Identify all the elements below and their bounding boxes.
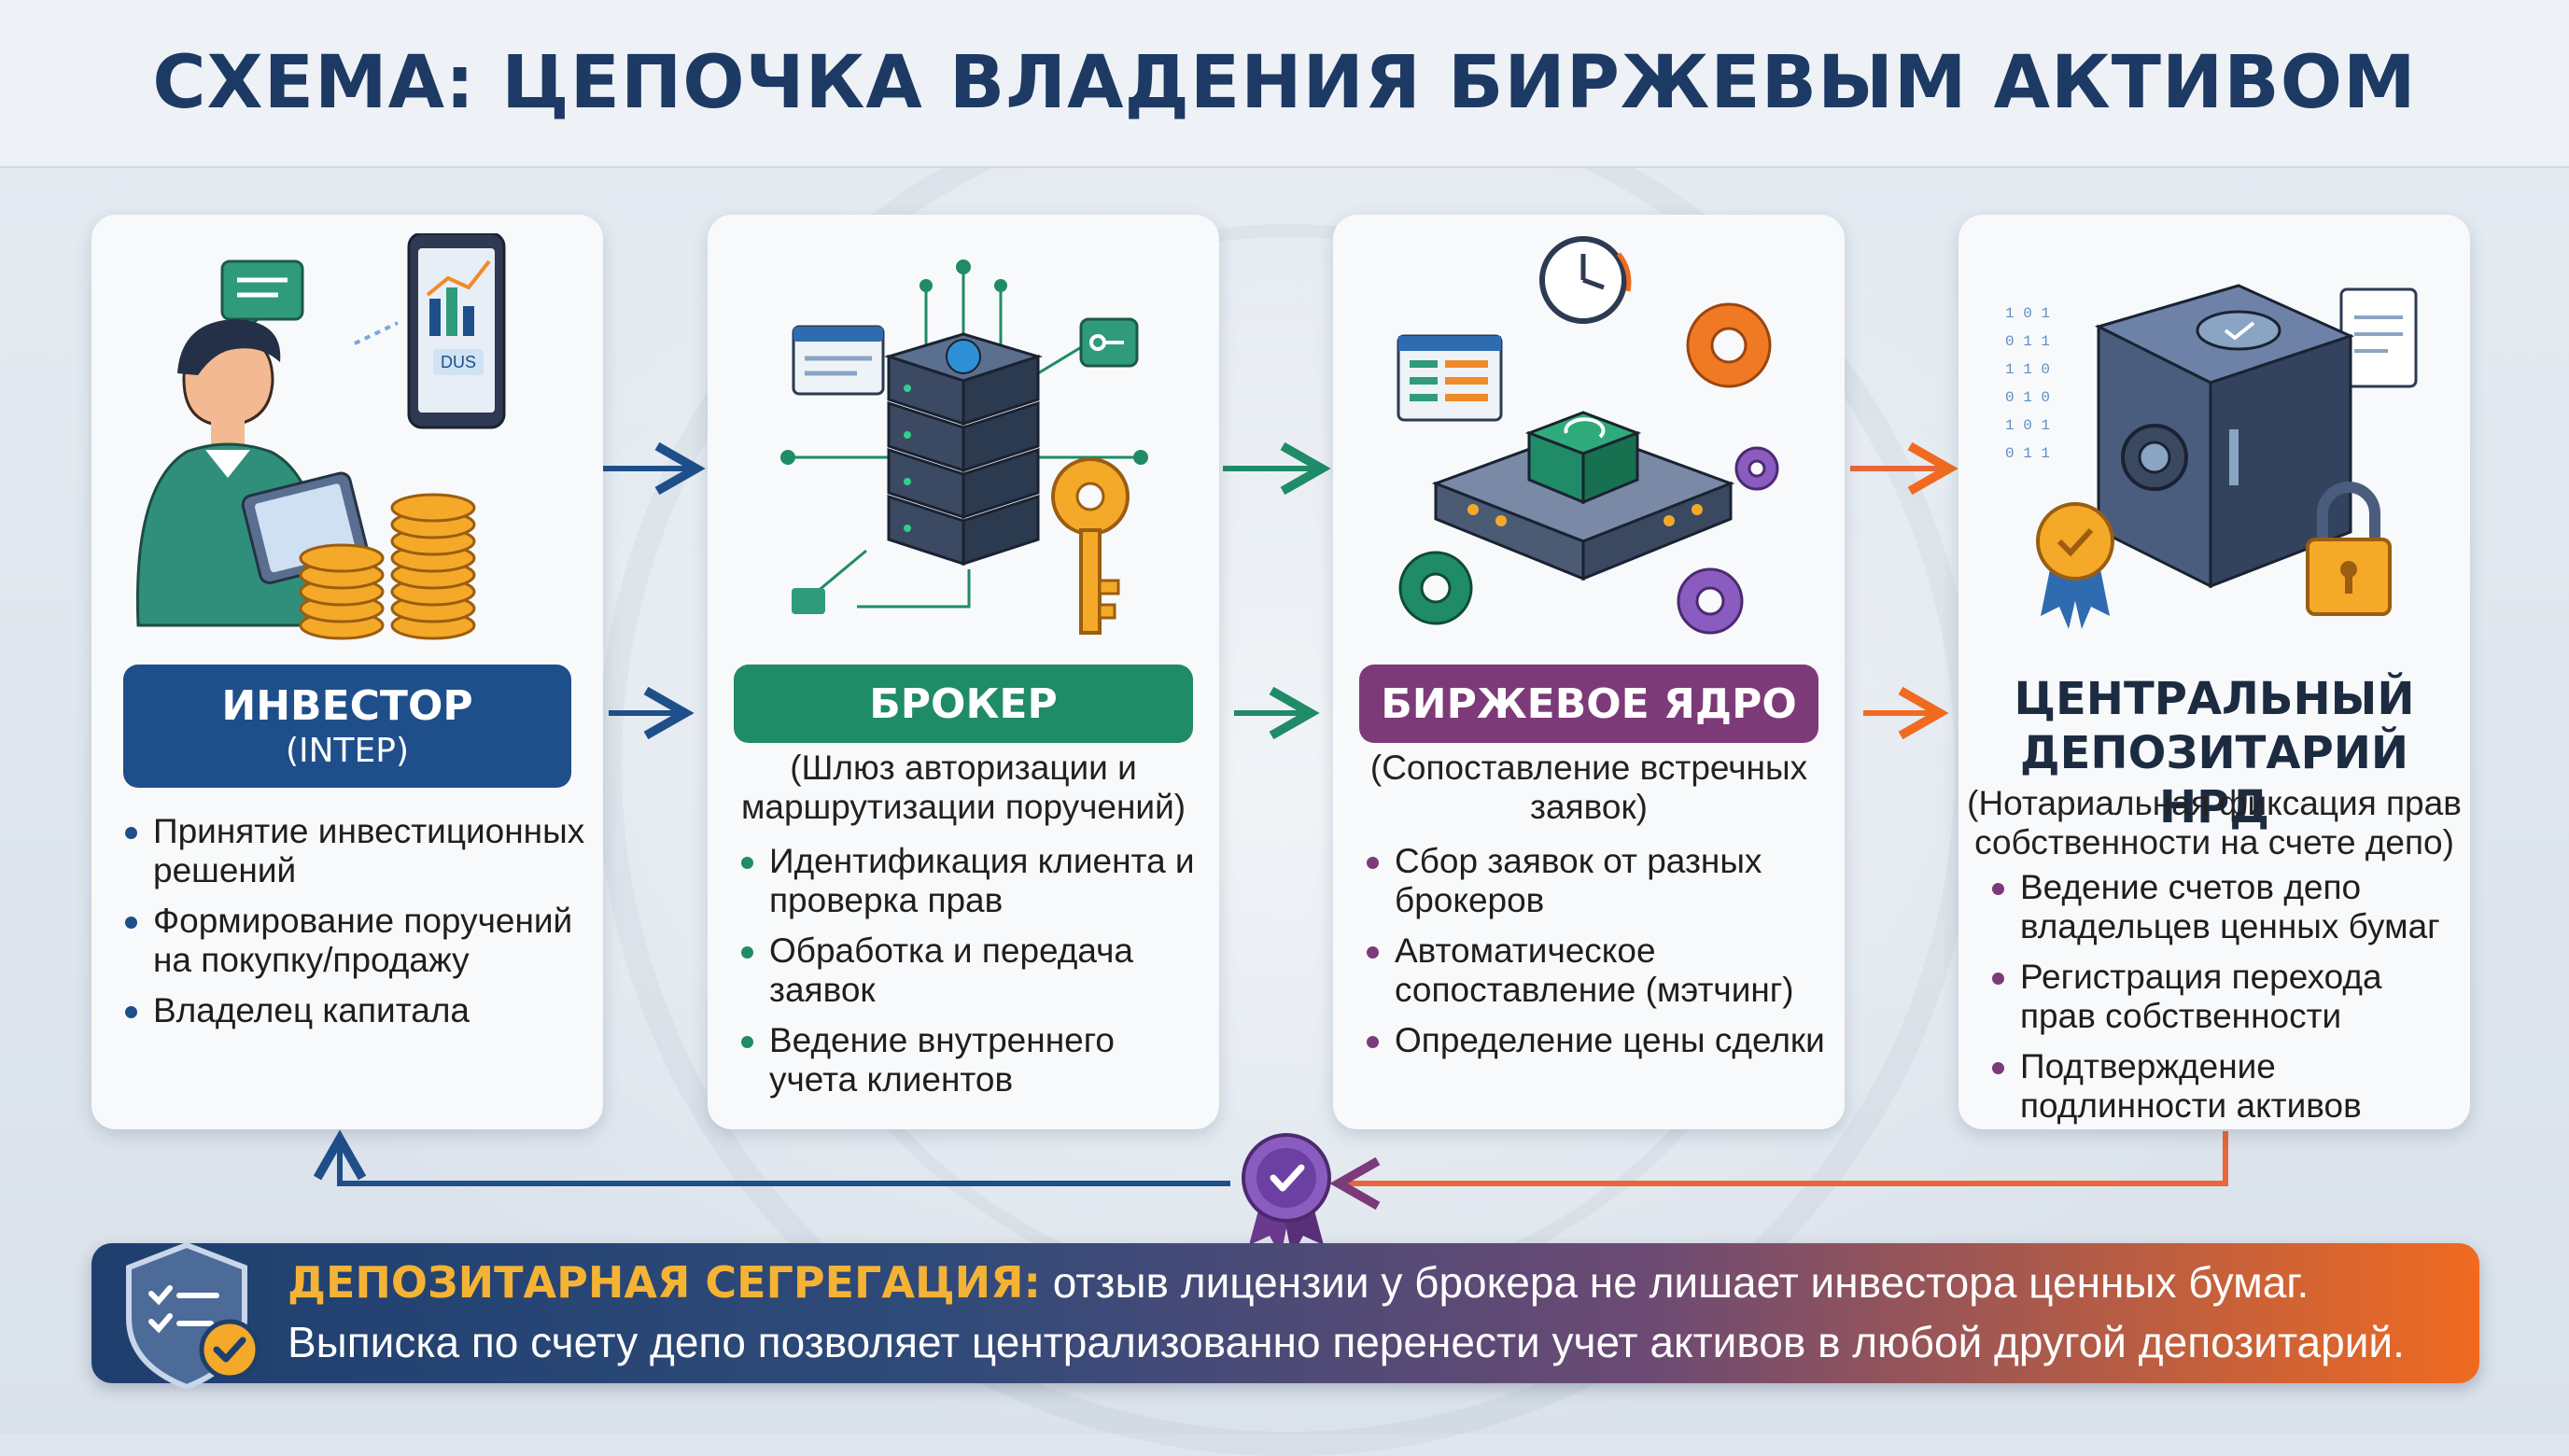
spreadsheet-icon (1397, 334, 1503, 422)
investor-bullets: Принятие инвестиционных решений Формиров… (119, 812, 596, 1042)
depository-card: 1 0 1 0 1 1 1 1 0 0 1 0 1 0 1 0 1 1 (1958, 215, 2470, 1129)
banner-line-2: Выписка по счету депо позволяет централи… (288, 1318, 2405, 1366)
coins-icon (299, 493, 476, 640)
svg-text:1 1 0: 1 1 0 (2005, 361, 2050, 378)
exchange-desc: (Сопоставление встречных заявок) (1369, 749, 1808, 826)
smartphone-chart-icon: DUS (407, 233, 506, 429)
list-item: Подтверждение подлинности активов (1986, 1047, 2463, 1126)
banner-line-1-text: отзыв лицензии у брокера не лишает инвес… (1040, 1258, 2309, 1307)
svg-text:0 1 0: 0 1 0 (2005, 389, 2050, 406)
exchange-name: БИРЖЕВОЕ ЯДРО (1381, 679, 1797, 728)
investor-card: DUS ИНВЕСТОР (INTEP) (91, 215, 603, 1129)
document-icon (2339, 287, 2418, 388)
list-item: Сбор заявок от разных брокеров (1361, 842, 1837, 920)
key-badge-icon (1079, 317, 1139, 368)
banner-text: ДЕПОЗИТАРНАЯ СЕГРЕГАЦИЯ: отзыв лицензии … (288, 1253, 2463, 1372)
shield-checklist-icon (126, 1241, 260, 1391)
list-item: Формирование поручений на покупку/продаж… (119, 902, 596, 980)
broker-illustration (780, 259, 1148, 635)
exchange-label: БИРЖЕВОЕ ЯДРО (1359, 665, 1818, 743)
browser-window-icon (792, 325, 885, 396)
broker-desc: (Шлюз авторизации и маршрутизации поруче… (740, 749, 1186, 826)
investor-sub: (INTEP) (285, 732, 410, 770)
list-item: Принятие инвестиционных решений (119, 812, 596, 890)
exchange-card: БИРЖЕВОЕ ЯДРО (Сопоставление встречных з… (1333, 215, 1845, 1129)
certificate-badge-icon (2036, 502, 2114, 629)
depository-bullets: Ведение счетов депо владельцев ценных бу… (1986, 868, 2463, 1137)
header-bar (0, 0, 2569, 168)
binary-stream: 1 0 1 0 1 1 1 1 0 0 1 0 1 0 1 0 1 1 (2005, 305, 2050, 462)
gear-small-icon (1734, 446, 1779, 491)
banner-line-1: ДЕПОЗИТАРНАЯ СЕГРЕГАЦИЯ: отзыв лицензии … (288, 1253, 2463, 1312)
exchange-illustration (1397, 236, 1779, 635)
broker-name: БРОКЕР (869, 679, 1058, 728)
investor-label: ИНВЕСТОР (INTEP) (123, 665, 571, 788)
list-item: Автоматическое сопоставление (мэтчинг) (1361, 931, 1837, 1010)
exchange-bullets: Сбор заявок от разных брокеров Автоматич… (1361, 842, 1837, 1071)
svg-text:DUS: DUS (441, 353, 476, 371)
investor-illustration: DUS (135, 233, 506, 640)
depository-illustration: 1 0 1 0 1 1 1 1 0 0 1 0 1 0 1 0 1 1 (2005, 284, 2418, 629)
svg-text:1 0 1: 1 0 1 (2005, 417, 2050, 434)
list-item: Регистрация перехода прав собственности (1986, 958, 2463, 1036)
investor-name: ИНВЕСТОР (221, 682, 473, 730)
broker-card: БРОКЕР (Шлюз авторизации и маршрутизации… (708, 215, 1219, 1129)
segregation-banner: ДЕПОЗИТАРНАЯ СЕГРЕГАЦИЯ: отзыв лицензии … (91, 1241, 2479, 1391)
svg-text:1 0 1: 1 0 1 (2005, 305, 2050, 322)
gear-bottom-icon (1677, 567, 1744, 635)
clock-icon (1539, 236, 1632, 324)
page-title: СХЕМА: ЦЕПОЧКА ВЛАДЕНИЯ БИРЖЕВЫМ АКТИВОМ (152, 41, 2417, 125)
server-rack-icon (883, 332, 1044, 567)
list-item: Обработка и передача заявок (736, 931, 1212, 1010)
banner-highlight: ДЕПОЗИТАРНАЯ СЕГРЕГАЦИЯ: (288, 1257, 1041, 1308)
depository-name: ЦЕНТРАЛЬНЫЙ ДЕПОЗИТАРИЙ НРД (2014, 673, 2415, 833)
list-item: Владелец капитала (119, 991, 596, 1030)
gear-icon (1686, 302, 1772, 388)
safe-vault-icon (2094, 284, 2355, 589)
list-item: Ведение внутреннего учета клиентов (736, 1021, 1212, 1099)
broker-label: БРОКЕР (734, 665, 1193, 743)
depository-desc: (Нотариальная фиксация прав собственност… (1967, 784, 2462, 861)
list-item: Ведение счетов депо владельцев ценных бу… (1986, 868, 2463, 946)
broker-bullets: Идентификация клиента и проверка прав Об… (736, 842, 1212, 1111)
svg-text:0 1 1: 0 1 1 (2005, 333, 2050, 350)
gear-left-icon (1398, 551, 1473, 625)
list-item: Идентификация клиента и проверка прав (736, 842, 1212, 920)
list-item: Определение цены сделки (1361, 1021, 1837, 1060)
matching-engine-icon (1431, 411, 1735, 581)
padlock-icon (2306, 482, 2392, 616)
svg-text:0 1 1: 0 1 1 (2005, 445, 2050, 462)
key-icon (1051, 457, 1130, 635)
network-nodes (780, 259, 1148, 614)
